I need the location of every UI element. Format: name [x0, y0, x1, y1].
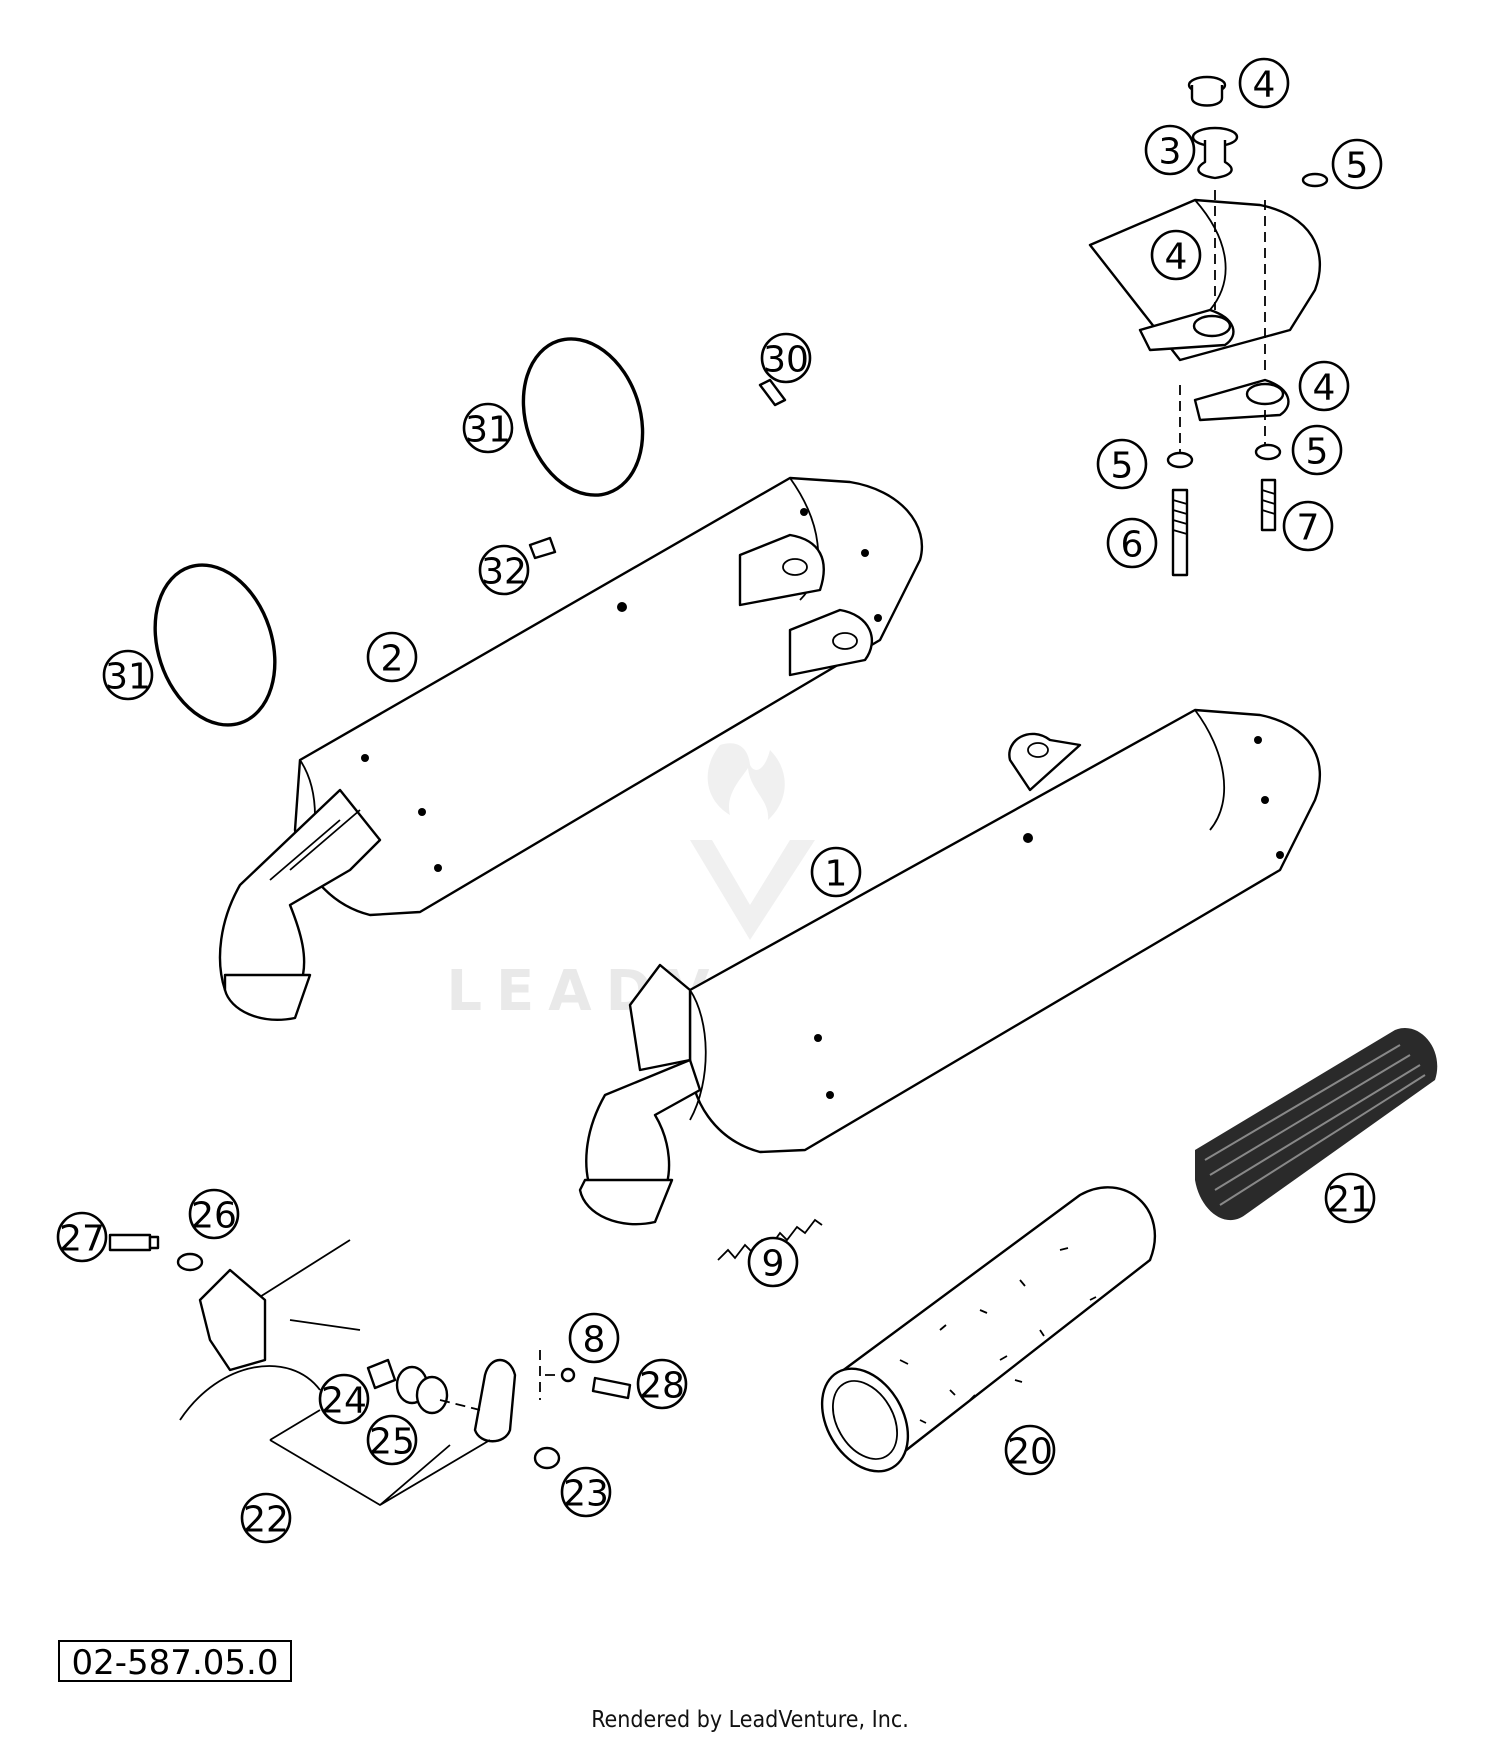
callout-5-right: 5 [1291, 424, 1343, 476]
svg-text:1: 1 [825, 854, 848, 895]
callout-23: 23 [560, 1466, 612, 1518]
svg-text:22: 22 [243, 1500, 289, 1541]
callout-24: 24 [318, 1373, 370, 1425]
callout-30: 30 [760, 332, 812, 384]
svg-text:5: 5 [1306, 432, 1329, 473]
svg-text:31: 31 [105, 657, 151, 698]
svg-text:2: 2 [381, 639, 404, 680]
callout-4-right: 4 [1298, 360, 1350, 412]
callout-28: 28 [636, 1358, 688, 1410]
callout-22: 22 [240, 1492, 292, 1544]
svg-text:3: 3 [1159, 132, 1182, 173]
muffler-2 [218, 476, 923, 1021]
hanger-detail [108, 1233, 632, 1507]
gasket-ring-upper [521, 337, 645, 497]
callout-31-lower: 31 [102, 649, 154, 701]
svg-text:5: 5 [1111, 446, 1134, 487]
callout-27: 27 [56, 1211, 108, 1263]
callout-21: 21 [1324, 1172, 1376, 1224]
svg-text:4: 4 [1253, 65, 1276, 106]
callout-5-left: 5 [1096, 438, 1148, 490]
render-credit-footer: Rendered by LeadVenture, Inc. [591, 1707, 909, 1733]
mounting-detail [1088, 75, 1329, 577]
callout-20: 20 [1004, 1424, 1056, 1476]
svg-text:28: 28 [639, 1366, 685, 1407]
callout-5-top: 5 [1331, 138, 1383, 190]
svg-text:26: 26 [191, 1196, 237, 1237]
svg-text:9: 9 [762, 1244, 785, 1285]
callout-25: 25 [366, 1414, 418, 1466]
callout-8: 8 [568, 1312, 620, 1364]
callout-26: 26 [188, 1188, 240, 1240]
muffler-1 [578, 708, 1321, 1226]
screw-30 [758, 378, 787, 407]
svg-text:5: 5 [1346, 146, 1369, 187]
svg-text:24: 24 [321, 1381, 367, 1422]
svg-text:6: 6 [1121, 525, 1144, 566]
svg-text:32: 32 [481, 552, 527, 593]
callout-6: 6 [1106, 517, 1158, 569]
svg-text:27: 27 [59, 1219, 105, 1260]
svg-text:20: 20 [1007, 1432, 1053, 1473]
callout-9: 9 [747, 1236, 799, 1288]
callouts: 4 3 5 4 4 5 5 6 7 30 31 31 32 2 1 21 9 2… [56, 57, 1383, 1544]
svg-text:7: 7 [1297, 508, 1320, 549]
packing-insert-20 [820, 1186, 1157, 1473]
svg-text:8: 8 [583, 1320, 606, 1361]
callout-4-mid: 4 [1150, 229, 1202, 281]
drawing-number-box: 02-587.05.0 [58, 1640, 292, 1683]
svg-text:25: 25 [369, 1422, 415, 1463]
callout-4-top: 4 [1238, 57, 1290, 109]
svg-text:4: 4 [1165, 237, 1188, 278]
svg-text:23: 23 [563, 1474, 609, 1515]
callout-2: 2 [366, 631, 418, 683]
screw-32 [528, 536, 557, 560]
callout-32: 32 [478, 544, 530, 596]
callout-7: 7 [1282, 500, 1334, 552]
svg-text:30: 30 [763, 340, 809, 381]
svg-text:4: 4 [1313, 368, 1336, 409]
svg-text:21: 21 [1327, 1180, 1373, 1221]
wool-packing-21 [1195, 1028, 1438, 1221]
gasket-ring-lower [153, 563, 277, 727]
svg-text:31: 31 [465, 410, 511, 451]
callout-1: 1 [810, 846, 862, 898]
callout-31-upper: 31 [462, 402, 514, 454]
callout-3: 3 [1144, 124, 1196, 176]
